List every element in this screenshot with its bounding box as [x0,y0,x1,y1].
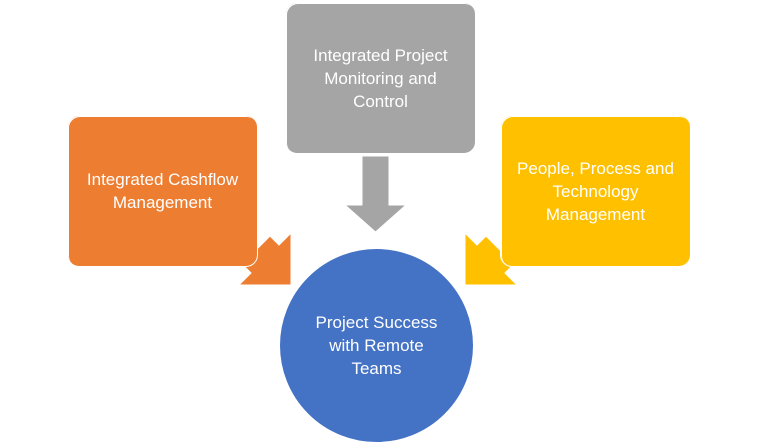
cashflow-management-label: Integrated Cashflow Management [86,170,239,212]
people-process-technology-box: People, Process and Technology Managemen… [500,115,691,267]
arrow-top-to-center [343,155,408,233]
monitoring-control-box: Integrated Project Monitoring and Contro… [285,2,476,154]
project-success-circle: Project Success with Remote Teams [278,247,475,444]
project-success-label: Project Success with Remote Teams [315,313,438,378]
people-process-technology-label: People, Process and Technology Managemen… [517,158,674,224]
cashflow-management-box: Integrated Cashflow Management [67,115,258,267]
monitoring-control-label: Integrated Project Monitoring and Contro… [313,45,448,111]
